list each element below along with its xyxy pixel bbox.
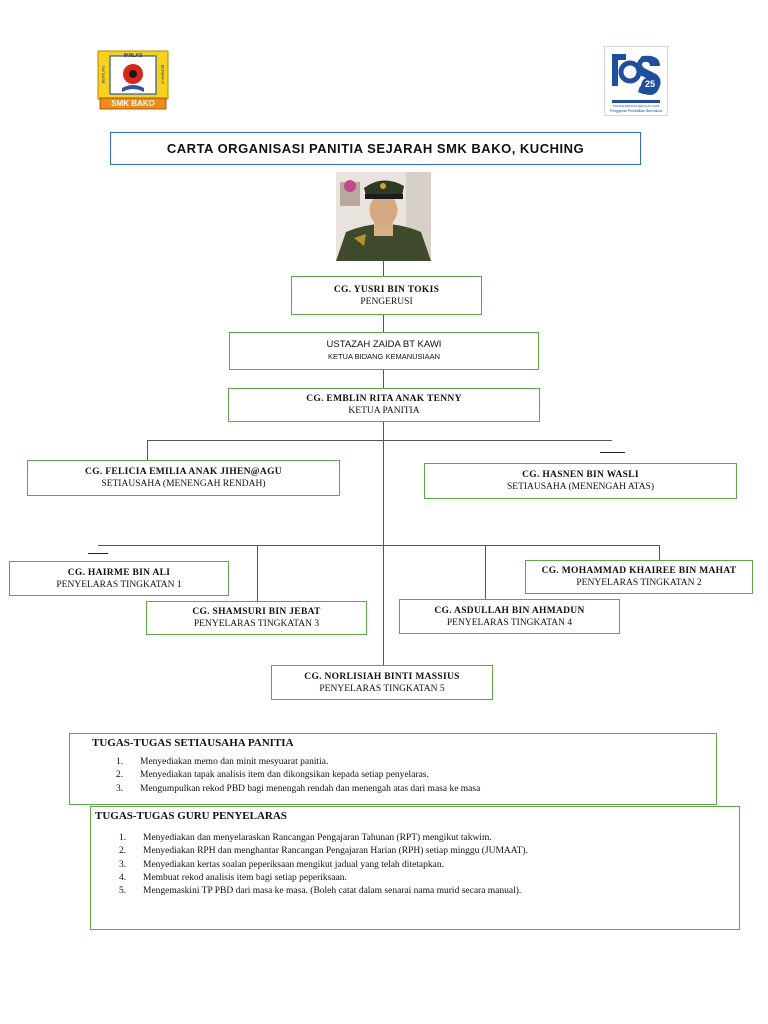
t5-role: PENYELARAS TINGKATAN 5 xyxy=(319,683,445,694)
sec-atas-name: CG. HASNEN BIN WASLI xyxy=(522,470,639,480)
logo-tagline-1: TRANSFORMASI SEKOLAH 2025 xyxy=(612,104,660,108)
logo-ribbon-top: IKHLAS xyxy=(123,53,143,59)
page-title: CARTA ORGANISASI PANITIA SEJARAH SMK BAK… xyxy=(110,132,641,165)
chair-name: CG. YUSRI BIN TOKIS xyxy=(333,284,440,295)
connector-line xyxy=(147,440,148,460)
connector-line xyxy=(383,261,384,276)
org-box-t4: CG. ASDULLAH BIN AHMADUN PENYELARAS TING… xyxy=(399,599,620,634)
list-item: 3.Mengumpulkan rekod PBD bagi menengah r… xyxy=(116,783,481,794)
logo-ribbon-right: BERBAKTI xyxy=(160,64,166,85)
bidang-role: KETUA BIDANG KEMANUSIAAN xyxy=(327,352,441,361)
t2-name: CG. MOHAMMAD KHAIREE BIN MAHAT xyxy=(541,566,737,576)
list-item: 4.Membuat rekod analisis item bagi setia… xyxy=(119,872,347,883)
org-box-bidang: USTAZAH ZAIDA BT KAWI KETUA BIDANG KEMAN… xyxy=(229,332,539,370)
connector-line xyxy=(88,553,108,554)
logo-school-name: SMK BAKO xyxy=(111,99,155,108)
ketua-name: CG. EMBLIN RITA ANAK TENNY xyxy=(306,394,462,404)
chair-role: PENGERUSI xyxy=(360,296,413,307)
connector-line xyxy=(147,440,612,441)
logo-tagline-2: Penggerak Pendidikan Bermakna xyxy=(609,109,663,113)
t2-role: PENYELARAS TINGKATAN 2 xyxy=(576,578,702,588)
org-box-t2: CG. MOHAMMAD KHAIREE BIN MAHAT PENYELARA… xyxy=(525,560,753,594)
list-item: 3.Menyediakan kertas soalan peperiksaan … xyxy=(119,859,444,870)
sec-rendah-name: CG. FELICIA EMILIA ANAK JIHEN@AGU xyxy=(85,467,282,477)
school-logo: IKHLAS BERILMU BERBAKTI SMK BAKO xyxy=(94,48,172,112)
connector-line xyxy=(659,545,660,560)
logo-25: 25 xyxy=(644,79,655,89)
sec-rendah-role: SETIAUSAHA (MENENGAH RENDAH) xyxy=(101,479,266,489)
org-box-sec-atas: CG. HASNEN BIN WASLI SETIAUSAHA (MENENGA… xyxy=(424,463,737,499)
t1-name: CG. HAIRME BIN ALI xyxy=(67,567,171,578)
connector-line xyxy=(383,422,384,665)
org-box-t5: CG. NORLISIAH BINTI MASSIUS PENYELARAS T… xyxy=(271,665,493,700)
list-item: 2.Menyediakan tapak analisis item dan di… xyxy=(116,770,429,781)
coordinator-duties-list: 1.Menyediakan dan menyelaraskan Rancanga… xyxy=(95,832,739,898)
chair-photo xyxy=(336,172,431,261)
list-item: 5.Mengemaskini TP PBD dari masa ke masa.… xyxy=(119,886,522,897)
t5-name: CG. NORLISIAH BINTI MASSIUS xyxy=(304,671,460,682)
bidang-name: USTAZAH ZAIDA BT KAWI xyxy=(326,339,442,350)
connector-line xyxy=(383,370,384,388)
t4-role: PENYELARAS TINGKATAN 4 xyxy=(446,617,573,628)
t1-role: PENYELARAS TINGKATAN 1 xyxy=(56,579,182,590)
connector-line xyxy=(383,315,384,332)
transformation-logo: 25 TRANSFORMASI SEKOLAH 2025 Penggerak P… xyxy=(604,46,668,116)
t4-name: CG. ASDULLAH BIN AHMADUN xyxy=(434,605,585,616)
coordinator-duties-box: TUGAS-TUGAS GURU PENYELARAS 1.Menyediaka… xyxy=(90,806,740,930)
org-box-ketua: CG. EMBLIN RITA ANAK TENNY KETUA PANITIA xyxy=(228,388,540,422)
secretary-duties-list: 1.Menyediakan memo dan minit mesyuarat p… xyxy=(92,756,716,796)
connector-line xyxy=(98,545,660,546)
list-item: 1.Menyediakan dan menyelaraskan Rancanga… xyxy=(119,833,492,843)
connector-line xyxy=(600,452,625,453)
connector-line xyxy=(485,545,486,599)
sec-atas-role: SETIAUSAHA (MENENGAH ATAS) xyxy=(506,482,655,492)
logo-ribbon-left: BERILMU xyxy=(100,65,106,84)
coordinator-duties-heading: TUGAS-TUGAS GURU PENYELARAS xyxy=(95,810,287,822)
t3-name: CG. SHAMSURI BIN JEBAT xyxy=(192,607,321,617)
t3-role: PENYELARAS TINGKATAN 3 xyxy=(193,619,320,629)
org-box-chair: CG. YUSRI BIN TOKIS PENGERUSI xyxy=(291,276,482,315)
list-item: 2.Menyediakan RPH dan menghantar Rancang… xyxy=(119,846,528,857)
secretary-duties-heading: TUGAS-TUGAS SETIAUSAHA PANITIA xyxy=(92,737,294,749)
ketua-role: KETUA PANITIA xyxy=(348,406,420,416)
org-box-t1: CG. HAIRME BIN ALI PENYELARAS TINGKATAN … xyxy=(9,561,229,596)
secretary-duties-box: TUGAS-TUGAS SETIAUSAHA PANITIA 1.Menyedi… xyxy=(69,733,717,805)
org-box-sec-rendah: CG. FELICIA EMILIA ANAK JIHEN@AGU SETIAU… xyxy=(27,460,340,496)
list-item: 1.Menyediakan memo dan minit mesyuarat p… xyxy=(116,757,329,767)
org-box-t3: CG. SHAMSURI BIN JEBAT PENYELARAS TINGKA… xyxy=(146,601,367,635)
connector-line xyxy=(257,545,258,601)
